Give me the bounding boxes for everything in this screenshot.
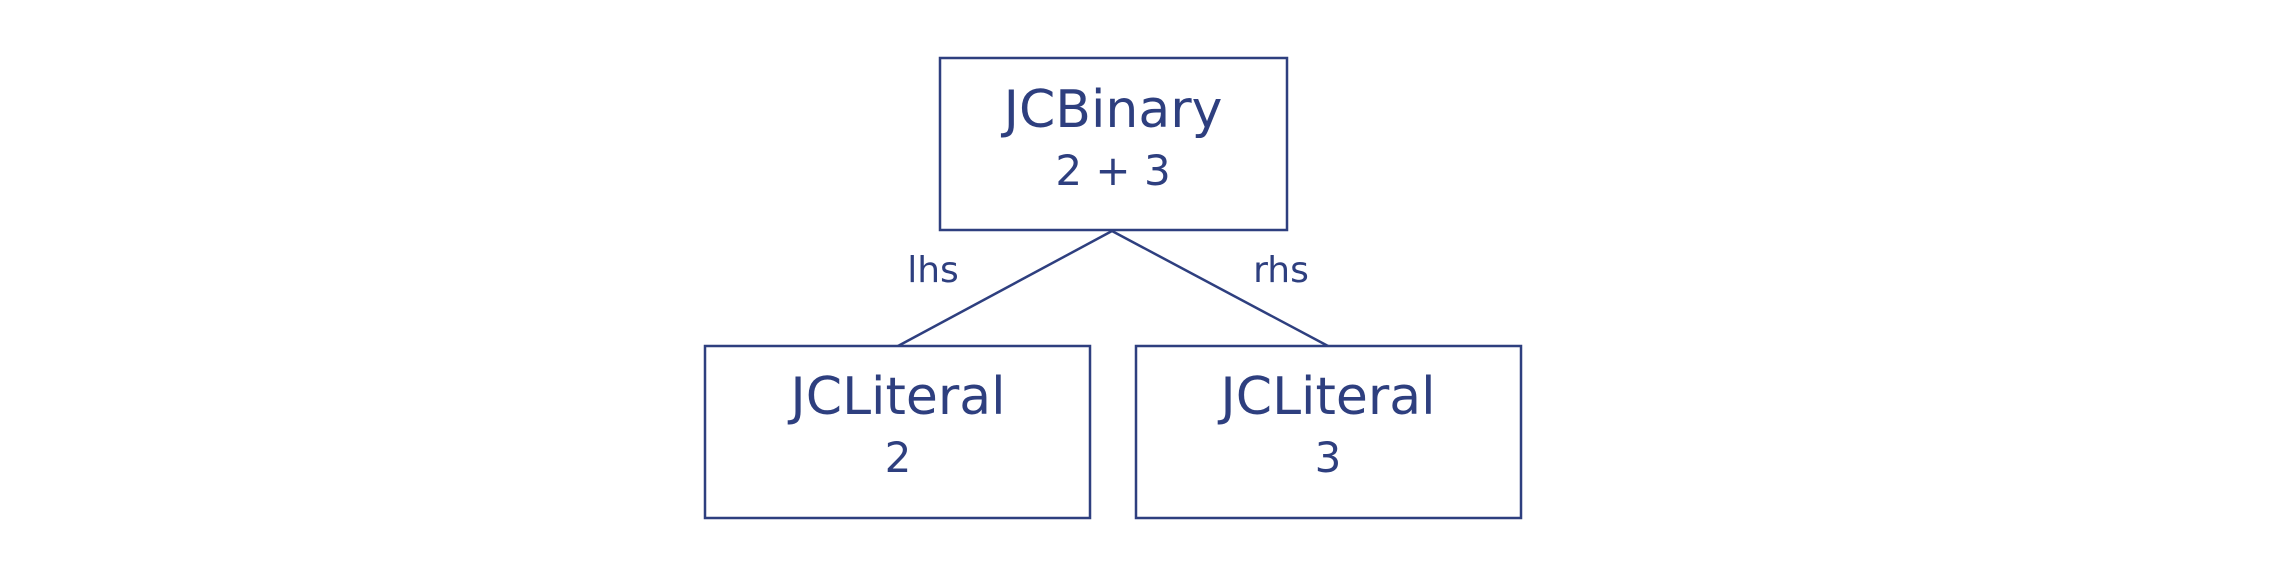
edge-lhs-label: lhs [907, 250, 959, 291]
node-jcliteral-left-value: 2 [885, 433, 912, 482]
node-jcliteral-right-box [1134, 344, 1523, 520]
node-jcbinary-value: 2 + 3 [1055, 146, 1170, 195]
node-jcliteral-right-title: JCLiteral [1217, 367, 1435, 427]
node-jcbinary-title: JCBinary [1001, 80, 1223, 140]
node-jcliteral-left-title: JCLiteral [787, 367, 1005, 427]
edge-lhs-line [897, 229, 1113, 348]
node-jcliteral-right-value: 3 [1315, 433, 1342, 482]
node-jcliteral-left-box [703, 344, 1092, 520]
node-jcbinary: JCBinary 2 + 3 [938, 56, 1289, 232]
edge-rhs-line [1111, 229, 1329, 348]
edge-rhs-label: rhs [1253, 250, 1309, 291]
node-jcliteral-right: JCLiteral 3 [1134, 344, 1523, 520]
node-jcliteral-left: JCLiteral 2 [703, 344, 1092, 520]
node-jcbinary-box [938, 56, 1289, 232]
